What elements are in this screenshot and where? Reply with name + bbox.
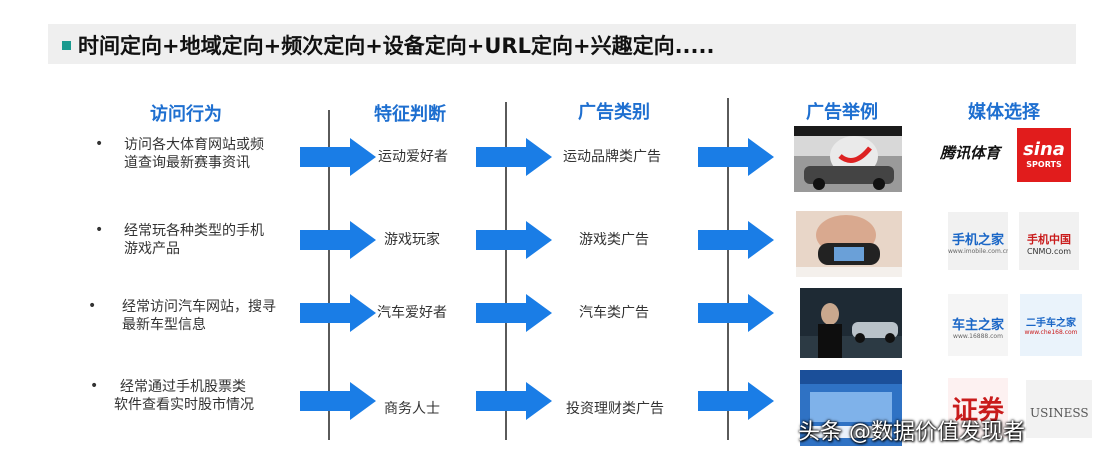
row3-bullet-icon: • (88, 298, 97, 314)
media-16888-sub: www.16888.com (953, 333, 1003, 340)
row2-behavior-line2: 游戏产品 (124, 241, 180, 257)
row3-behavior-line1: 经常访问汽车网站，搜寻 (122, 299, 276, 315)
media-sina-label: sina (1023, 139, 1065, 160)
media-cnmo-logo: 手机中国 CNMO.com (1019, 212, 1079, 270)
row4-bullet-icon: • (90, 378, 99, 394)
row1-arrow-icon-3 (698, 138, 774, 176)
column-divider-2 (505, 102, 507, 440)
row1-arrow-icon-1 (300, 138, 376, 176)
row2-arrow-icon-1 (300, 221, 376, 259)
row4-behavior: 经常通过手机股票类 软件查看实时股市情况 (114, 378, 314, 414)
row1-ad-type: 运动品牌类广告 (563, 149, 661, 165)
row2-ad-image-game (796, 211, 902, 277)
row2-feature: 游戏玩家 (384, 232, 440, 248)
row1-ad-image-sports (794, 126, 902, 192)
row3-ad-type: 汽车类广告 (579, 305, 649, 321)
row2-ad-type: 游戏类广告 (579, 232, 649, 248)
row1-arrow-icon-2 (476, 138, 552, 176)
row2-arrow-icon-3 (698, 221, 774, 259)
media-che168-sub: www.che168.com (1024, 329, 1078, 336)
media-securities-logo: 证券 (948, 378, 1008, 438)
row1-feature: 运动爱好者 (378, 149, 448, 165)
media-securities-label: 证券 (951, 396, 1004, 426)
row4-ad-type: 投资理财类广告 (566, 401, 664, 417)
row2-behavior: 经常玩各种类型的手机 游戏产品 (124, 222, 314, 258)
media-imobile-label: 手机之家 (951, 233, 1004, 248)
row3-arrow-icon-2 (476, 294, 552, 332)
column-heading-feature: 特征判断 (374, 104, 446, 125)
media-imobile-sub: www.imobile.com.cn (948, 248, 1008, 255)
media-che168-label: 二手车之家 (1026, 318, 1076, 329)
row2-bullet-icon: • (95, 222, 104, 238)
media-16888-label: 车主之家 (951, 318, 1004, 333)
row4-arrow-icon-2 (476, 382, 552, 420)
media-16888-logo: 车主之家 www.16888.com (948, 294, 1008, 356)
row3-behavior: 经常访问汽车网站，搜寻 最新车型信息 (122, 298, 322, 334)
row4-ad-image-finance (800, 370, 902, 446)
row1-bullet-icon: • (95, 136, 104, 152)
row2-behavior-line1: 经常玩各种类型的手机 (124, 223, 264, 239)
media-imobile-logo: 手机之家 www.imobile.com.cn (948, 212, 1008, 270)
row4-feature: 商务人士 (384, 401, 440, 417)
row3-feature: 汽车爱好者 (377, 305, 447, 321)
media-cnmo-sub: CNMO.com (1026, 247, 1072, 256)
row2-arrow-icon-2 (476, 221, 552, 259)
column-heading-behavior: 访问行为 (150, 104, 222, 125)
column-heading-media: 媒体选择 (968, 102, 1040, 123)
column-heading-ad-example: 广告举例 (806, 102, 878, 123)
row4-behavior-line1: 经常通过手机股票类 (120, 379, 246, 395)
media-tencent-sports-logo: 腾讯体育 (940, 142, 1010, 166)
watermark: 头条 @数据价值发现者 (798, 420, 1025, 445)
media-business-logo: USINESS (1026, 380, 1092, 438)
title-bullet-icon (62, 41, 71, 50)
row4-arrow-icon-1 (300, 382, 376, 420)
row3-arrow-icon-3 (698, 294, 774, 332)
media-tencent-sports-label: 腾讯体育 (940, 144, 1001, 162)
page-title: 时间定向+地域定向+频次定向+设备定向+URL定向+兴趣定向..... (78, 34, 715, 58)
row3-ad-image-car (800, 288, 902, 358)
media-business-label: USINESS (1030, 406, 1089, 420)
row3-behavior-line2: 最新车型信息 (122, 317, 206, 333)
row4-arrow-icon-3 (698, 382, 774, 420)
row1-behavior-line2: 道查询最新赛事资讯 (124, 155, 250, 171)
column-heading-ad-type: 广告类别 (578, 102, 650, 123)
media-cnmo-label: 手机中国 (1027, 233, 1071, 246)
media-sina-sub: SPORTS (1026, 160, 1062, 169)
column-divider-3 (727, 98, 729, 440)
column-divider-1 (328, 110, 330, 440)
row1-behavior-line1: 访问各大体育网站或频 (124, 137, 264, 153)
row3-arrow-icon-1 (300, 294, 376, 332)
media-sina-sports-logo: sina SPORTS (1017, 128, 1071, 182)
row4-behavior-line2: 软件查看实时股市情况 (114, 397, 254, 413)
media-che168-logo: 二手车之家 www.che168.com (1020, 294, 1082, 356)
title-bar: 时间定向+地域定向+频次定向+设备定向+URL定向+兴趣定向..... (48, 24, 1076, 64)
row1-behavior: 访问各大体育网站或频 道查询最新赛事资讯 (124, 136, 314, 172)
